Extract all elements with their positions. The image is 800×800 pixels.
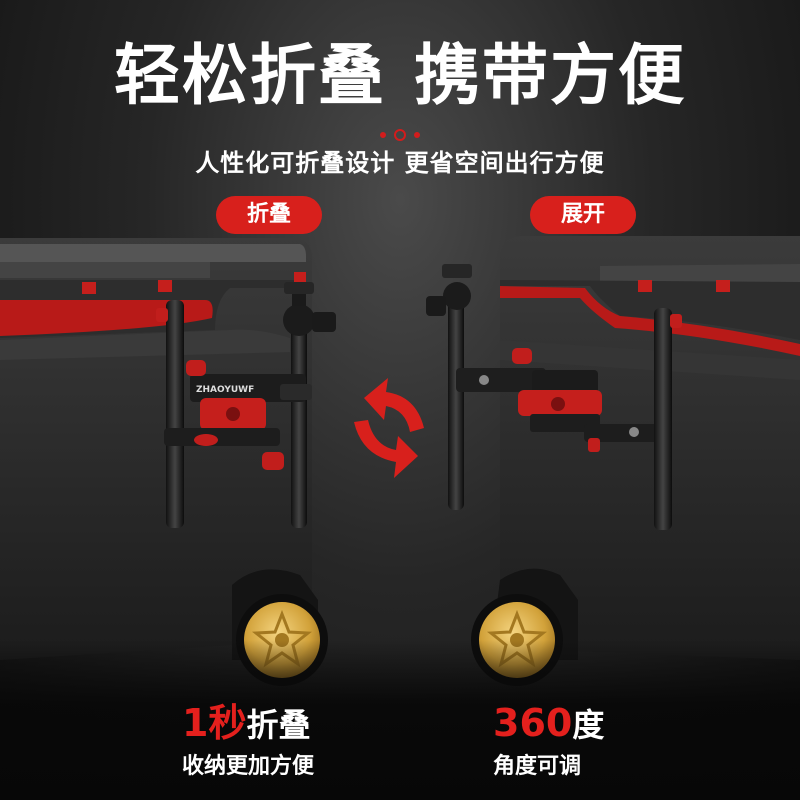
dot-small-right [414,131,420,138]
badge-folded: 折叠 [216,196,322,234]
dot-ring-icon [0,124,800,143]
badge-unfolded: 展开 [530,196,636,234]
right-bracket-unfolded [426,264,682,530]
caption-angle-headline: 360度 [493,700,653,748]
headline-part-1: 轻松折叠 [114,37,386,114]
dot-ring [394,128,406,141]
rotate-arrows-icon [354,378,424,478]
subtitle: 人性化可折叠设计 更省空间出行方便 [195,149,605,177]
caption-folding-sub: 收纳更加方便 [182,754,315,779]
caption-folding-headline: 1秒折叠 [182,700,342,748]
right-tackle-box [500,236,800,660]
brand-label: ZHAOYUWF [196,385,254,395]
dot-small-left [380,131,386,138]
caption-folding-main: 折叠 [246,706,311,744]
caption-angle: 360度 角度可调 [493,700,653,782]
caption-angle-highlight: 360 [493,701,573,745]
left-tackle-box [0,238,312,660]
headline-part-2: 携带方便 [414,37,686,114]
headline: 轻松折叠携带方便 [0,36,800,116]
caption-angle-sub: 角度可调 [493,754,582,779]
caption-angle-main: 度 [572,706,605,744]
left-bracket-folded: ZHAOYUWF [156,282,336,528]
caption-folding: 1秒折叠 收纳更加方便 [182,700,342,782]
bottom-shade [0,640,800,800]
caption-folding-highlight: 1秒 [182,701,247,745]
